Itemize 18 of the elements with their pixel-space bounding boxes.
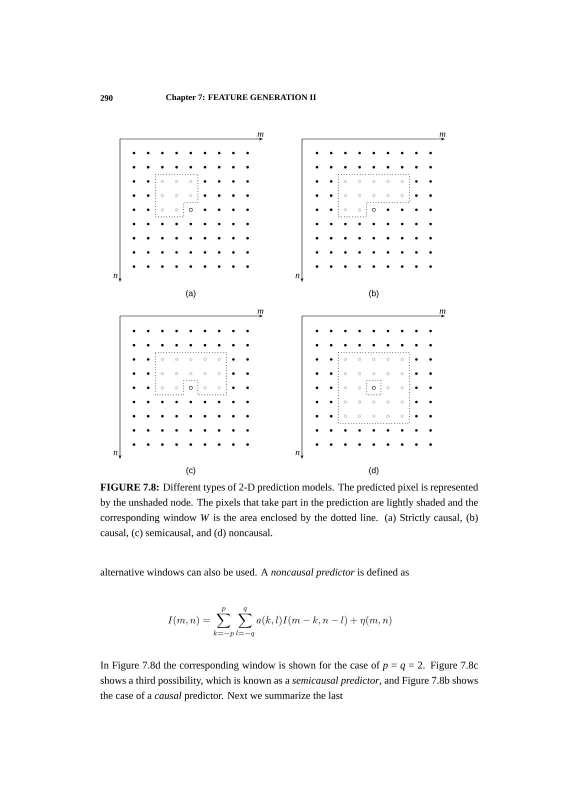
figure-caption: FIGURE 7.8: Different types of 2-D prediction models. The predicted pixel is represented by the unshaded node. The pixels that take part in the prediction are lightly shaded and the corresponding window W is the area enclosed by the dotted line. (a) Strictly causal, (b) causal, (c) semicausal, and (d) noncausal. (100, 483, 478, 538)
axis-label: m (258, 132, 264, 137)
page-number: 290 (100, 95, 113, 101)
body-paragraph: alternative windows can also be used. A noncausal predictor is defined as (100, 568, 409, 578)
axis-label: m (440, 310, 446, 314)
axis-label: m (258, 310, 264, 314)
equation: $I(m,n) = \sum_{k=-p}^{p}\sum_{l=-q}^{q} a(k,l)I(m-k,n-l) + \eta(m,n)$ (168, 607, 392, 637)
running-head: Chapter 7: FEATURE GENERATION II (166, 94, 316, 102)
body-paragraph: In Figure 7.8d the corresponding window is shown for the case of p = q = 2. Figure 7.8c shows a third possibility, which is known as a semicausal predictor, and Figure 7.8b shows the case of a causal predictor. Next we summarize the last (100, 661, 478, 702)
axis-label: n (296, 274, 300, 278)
axis-label: n (114, 274, 118, 278)
panel-label: (c) (186, 467, 196, 475)
panel-label: (d) (369, 467, 378, 475)
axis-label: m (440, 132, 446, 137)
panel-label: (a) (186, 290, 196, 298)
axis-label: n (114, 450, 118, 456)
panel-label: (b) (369, 290, 378, 298)
axis-label: n (296, 450, 300, 456)
